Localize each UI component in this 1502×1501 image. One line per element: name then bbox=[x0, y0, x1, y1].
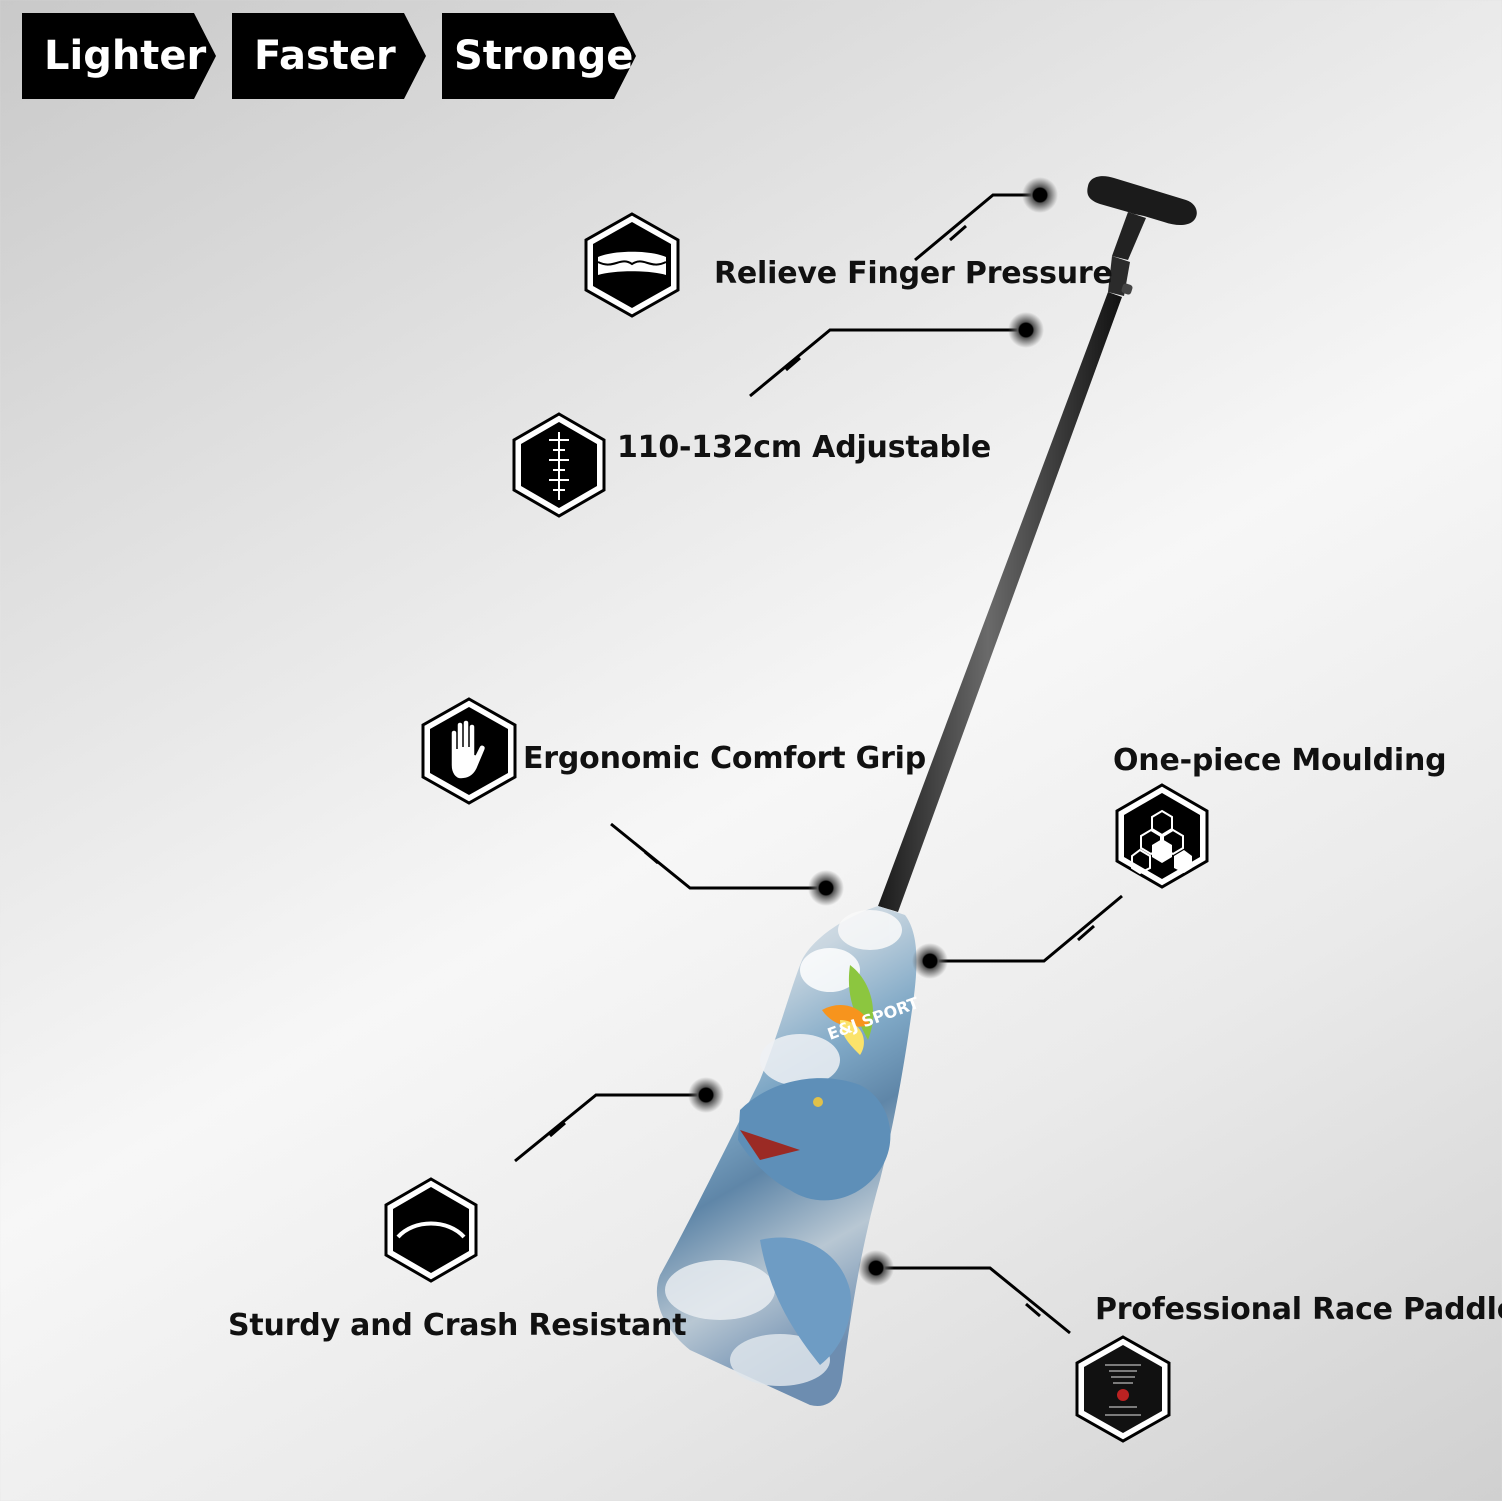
grip-pad-icon bbox=[584, 212, 680, 318]
label-race-paddles: Professional Race Paddles bbox=[1095, 1292, 1502, 1327]
hand-icon bbox=[421, 697, 517, 805]
label-adjustable: 110-132cm Adjustable bbox=[617, 430, 992, 465]
label-moulding: One-piece Moulding bbox=[1113, 743, 1447, 778]
brand-logo bbox=[822, 965, 874, 1055]
honeycomb-icon bbox=[1115, 783, 1209, 889]
ruler-icon bbox=[512, 412, 606, 518]
tag-label: Faster bbox=[254, 33, 396, 79]
dragon-artwork bbox=[738, 1078, 891, 1365]
tag-faster: Faster bbox=[232, 13, 426, 99]
blade-clouds bbox=[665, 910, 902, 1386]
label-finger-pressure: Relieve Finger Pressure bbox=[714, 256, 1113, 291]
arc-icon bbox=[384, 1177, 478, 1283]
callout-lines bbox=[514, 193, 1123, 1335]
label-comfort-grip: Ergonomic Comfort Grip bbox=[523, 741, 927, 776]
tag-label: Lighter bbox=[44, 33, 207, 79]
tag-label: Stronger bbox=[454, 33, 654, 79]
certificate-icon bbox=[1075, 1335, 1171, 1443]
label-crash-resistant: Sturdy and Crash Resistant bbox=[228, 1308, 687, 1343]
paddle-shaft bbox=[878, 292, 1122, 912]
tag-stronger: Stronger bbox=[442, 13, 636, 99]
t-handle bbox=[1087, 176, 1197, 296]
tag-lighter: Lighter bbox=[22, 13, 216, 99]
callout-dots bbox=[688, 177, 1058, 1286]
